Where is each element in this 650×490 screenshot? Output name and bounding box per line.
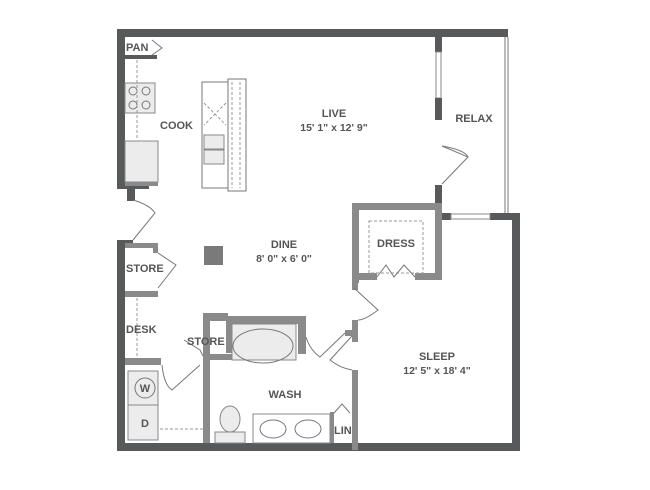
room-label-cook: COOK	[160, 120, 193, 132]
room-label-lin: LIN	[334, 425, 352, 437]
room-label-wash: WASH	[269, 389, 302, 401]
room-label-dress: DRESS	[377, 238, 415, 250]
dryer-label: D	[141, 418, 149, 430]
room-dims-sleep: 12' 5" x 18' 4"	[403, 365, 471, 377]
sleep-partitions	[329, 203, 442, 450]
room-label-sleep: SLEEP	[419, 351, 455, 363]
kitchen	[124, 39, 247, 192]
room-label-relax: RELAX	[455, 113, 493, 125]
washer-label: W	[140, 383, 151, 395]
room-dims-live: 15' 1" x 12' 9"	[300, 122, 368, 134]
room-label-dine: DINE	[271, 239, 297, 251]
bath	[183, 313, 351, 444]
room-label-live: LIVE	[322, 108, 346, 120]
room-label-desk: DESK	[126, 324, 157, 336]
room-dims-dine: 8' 0" x 6' 0"	[256, 253, 312, 265]
room-label-pan: PAN	[126, 42, 148, 54]
left-closets	[125, 243, 205, 441]
exterior-walls	[117, 29, 520, 451]
column	[204, 246, 223, 265]
relax-partition	[435, 37, 469, 220]
entry-door[interactable]	[132, 199, 156, 241]
room-label-store-2: STORE	[187, 336, 225, 348]
room-label-store-1: STORE	[126, 263, 164, 275]
